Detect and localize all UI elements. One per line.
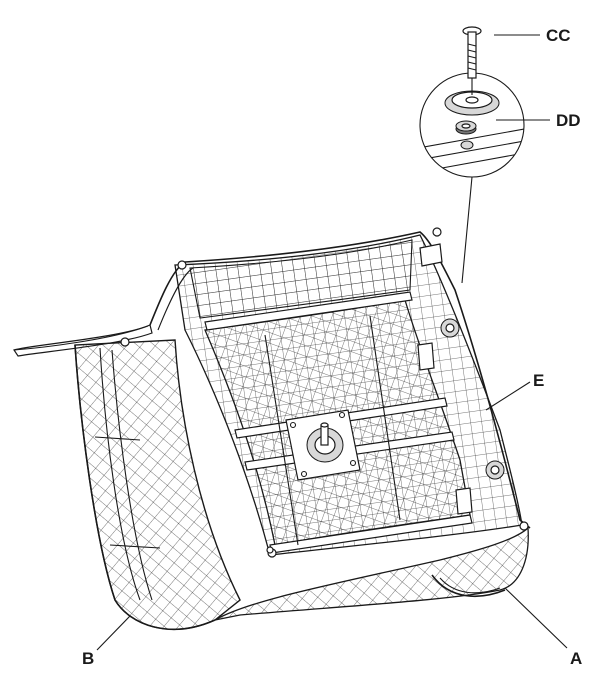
callout-cc: CC — [494, 26, 571, 45]
callout-label-cc: CC — [546, 26, 571, 45]
bolt-icon — [462, 26, 482, 95]
left-posts — [120, 260, 274, 554]
callout-e: E — [485, 371, 544, 411]
callout-label-b: B — [82, 649, 94, 668]
callout-label-dd: DD — [556, 111, 581, 130]
callout-dd: DD — [496, 111, 581, 130]
left-armrest — [13, 324, 153, 357]
hardware-detail — [419, 26, 525, 284]
front-rocker-panel — [214, 521, 529, 621]
swivel-plate-icon — [285, 409, 361, 481]
washer-icon — [444, 90, 500, 116]
callout-label-a: A — [570, 649, 582, 668]
chair-assembly — [13, 227, 531, 631]
left-side-panel — [74, 339, 241, 631]
callout-b: B — [82, 615, 131, 668]
callout-label-e: E — [533, 371, 544, 390]
callout-a: A — [504, 587, 582, 668]
nut-icon — [455, 120, 477, 150]
mounting-brackets — [417, 227, 505, 515]
